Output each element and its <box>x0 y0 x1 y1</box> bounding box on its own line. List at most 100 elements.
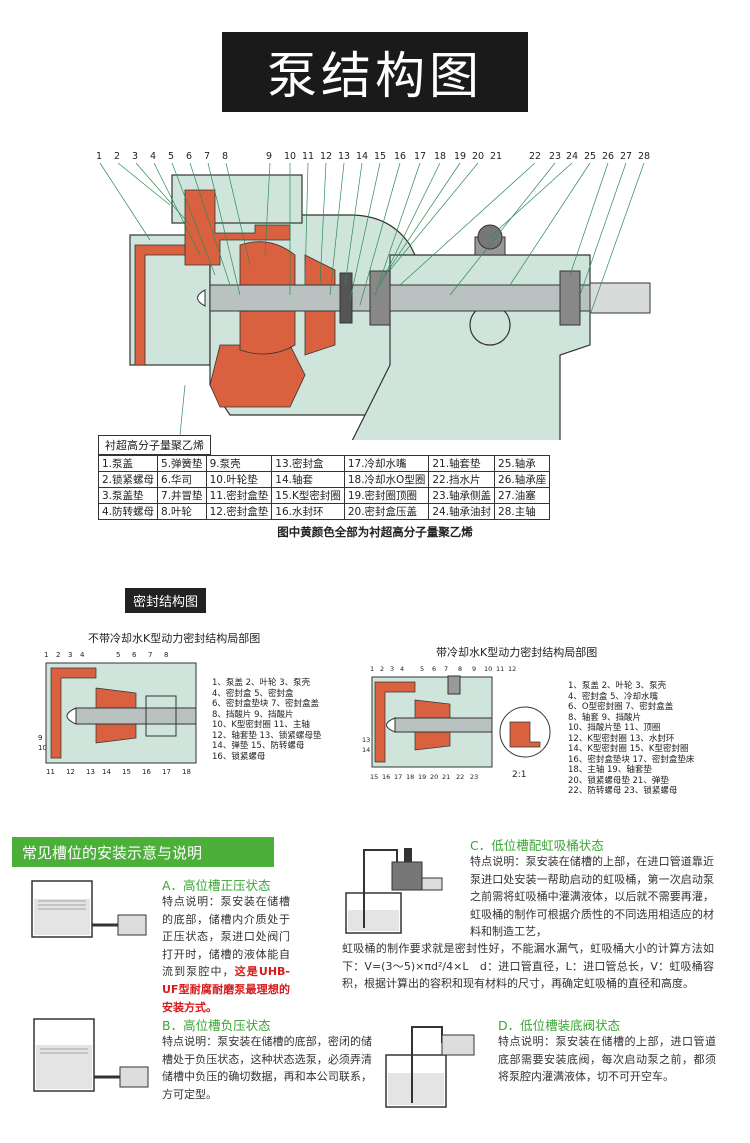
table-cell: 7.并冒垫 <box>157 487 207 504</box>
seal-right-callout: 20 <box>430 773 438 781</box>
seal-section-label: 密封结构图 <box>125 588 207 613</box>
callout-24: 24 <box>566 151 578 162</box>
callout-8: 8 <box>222 151 228 162</box>
install-section-header: 常见槽位的安装示意与说明 <box>12 837 274 867</box>
seal-right-diagram: 1 2 3 4 5 6 7 8 9 10 11 12 13 14 15 16 1… <box>362 665 551 781</box>
seal-right-callout: 18 <box>406 773 414 781</box>
seal-right-callout: 7 <box>444 665 448 673</box>
install-b-title: B．高位槽负压状态 <box>162 1018 271 1033</box>
callout-16: 16 <box>394 151 406 162</box>
seal-left-callout: 8 <box>164 651 168 659</box>
callout-17: 17 <box>414 151 426 162</box>
seal-left-callout: 17 <box>162 768 171 776</box>
table-cell: 20.密封盒压盖 <box>343 503 430 520</box>
callout-9: 9 <box>266 151 272 162</box>
table-cell: 1.泵盖 <box>97 455 159 472</box>
seal-left-callout: 14 <box>102 768 111 776</box>
seal-left-callout: 10 <box>38 744 47 752</box>
table-row: 1.泵盖 5.弹簧垫 9.泵壳 13.密封盒 17.冷却水嘴 21.轴套垫 25… <box>97 455 551 472</box>
seal-right-callout: 1 <box>370 665 374 673</box>
seal-left-callout: 5 <box>116 651 120 659</box>
detail-scale-label: 2:1 <box>512 770 527 780</box>
seal-right-callout: 4 <box>400 665 404 673</box>
parts-table: 1.泵盖 5.弹簧垫 9.泵壳 13.密封盒 17.冷却水嘴 21.轴套垫 25… <box>97 455 551 520</box>
table-cell: 27.油塞 <box>494 487 551 504</box>
callout-3: 3 <box>132 151 138 162</box>
install-c-description: 特点说明：泵安装在储槽的上部，在进口管道靠近泵进口处安装一帮助启动的虹吸桶，第一… <box>470 855 714 939</box>
seal-left-callout: 9 <box>38 734 42 742</box>
page-title: 泵结构图 <box>222 32 528 112</box>
seal-right-callout: 2 <box>380 665 384 673</box>
callout-11: 11 <box>302 151 314 162</box>
seal-left-callout: 4 <box>80 651 85 659</box>
table-cell: 21.轴套垫 <box>428 455 496 472</box>
seal-left-callout: 6 <box>132 651 137 659</box>
table-cell: 2.锁紧螺母 <box>97 471 159 488</box>
table-cell: 15.K型密封圈 <box>271 487 345 504</box>
seal-left-diagram: 1 2 3 4 5 6 7 8 9 10 11 12 13 14 15 16 1… <box>38 651 197 776</box>
install-d-diagram <box>385 1026 475 1108</box>
seal-right-callout: 16 <box>382 773 390 781</box>
table-cell: 10.叶轮垫 <box>205 471 273 488</box>
table-cell: 9.泵壳 <box>205 455 273 472</box>
seal-left-callout: 1 <box>44 651 48 659</box>
callout-12: 12 <box>320 151 332 162</box>
callout-20: 20 <box>472 151 484 162</box>
table-cell: 23.轴承侧盖 <box>428 487 496 504</box>
callout-25: 25 <box>584 151 596 162</box>
seal-right-callout: 5 <box>420 665 424 673</box>
table-cell: 8.叶轮 <box>157 503 207 520</box>
seal-right-callout: 9 <box>472 665 476 673</box>
install-c-title: C．低位槽配虹吸桶状态 <box>470 838 604 853</box>
install-a-title: A．高位槽正压状态 <box>162 878 271 893</box>
seal-right-callout: 11 <box>496 665 504 673</box>
table-row: 3.泵盖垫 7.并冒垫 11.密封盒垫 15.K型密封圈 19.密封圈顶圈 23… <box>97 487 551 504</box>
seal-right-callout: 21 <box>442 773 450 781</box>
callout-27: 27 <box>620 151 632 162</box>
install-d-title: D．低位槽装底阀状态 <box>498 1018 621 1033</box>
seal-right-callout: 3 <box>390 665 394 673</box>
callout-10: 10 <box>284 151 296 162</box>
callout-18: 18 <box>434 151 446 162</box>
table-cell: 5.弹簧垫 <box>157 455 207 472</box>
seal-right-title: 带冷却水K型动力密封结构局部图 <box>436 646 598 659</box>
table-cell: 17.冷却水嘴 <box>343 455 430 472</box>
seal-right-callout: 13 <box>362 736 370 744</box>
table-cell: 11.密封盒垫 <box>205 487 273 504</box>
seal-left-callout: 15 <box>122 768 131 776</box>
callout-26: 26 <box>602 151 614 162</box>
callout-6: 6 <box>186 151 192 162</box>
callout-leaders <box>99 162 645 436</box>
lining-material-label: 衬超高分子量聚乙烯 <box>98 435 211 455</box>
table-cell: 14.轴套 <box>271 471 345 488</box>
seal-right-callout: 6 <box>432 665 436 673</box>
install-a-highlight: 这是UHB-UF型耐腐耐磨泵最理想的安装方式。 <box>162 965 291 1014</box>
seal-left-callout: 3 <box>68 651 72 659</box>
table-cell: 13.密封盒 <box>271 455 345 472</box>
table-cell: 6.华司 <box>157 471 207 488</box>
install-a-diagram <box>31 880 147 938</box>
seal-right-callout: 15 <box>370 773 378 781</box>
seal-right-callout: 22 <box>456 773 464 781</box>
pump-diagram-caption: 图中黄颜色全部为衬超高分子量聚乙烯 <box>277 525 473 539</box>
callout-13: 13 <box>338 151 350 162</box>
callout-5: 5 <box>168 151 174 162</box>
main-shaft <box>197 270 651 326</box>
table-cell: 26.轴承座 <box>494 471 551 488</box>
install-b-diagram <box>33 1018 149 1092</box>
callout-21: 21 <box>490 151 502 162</box>
table-row: 4.防转螺母 8.叶轮 12.密封盒垫 16.水封环 20.密封盒压盖 24.轴… <box>97 503 551 520</box>
seal-left-callout: 12 <box>66 768 75 776</box>
pump-cross-section-diagram: 1 2 3 4 5 6 7 8 9 10 11 12 13 14 15 16 1… <box>96 151 651 440</box>
seal-right-callout: 14 <box>362 746 370 754</box>
seal-left-callout: 18 <box>182 768 191 776</box>
seal-left-callout: 11 <box>46 768 55 776</box>
install-c-diagram <box>345 848 443 934</box>
seal-left-callout: 2 <box>56 651 60 659</box>
install-b-description: 特点说明：泵安装在储槽的底部，密闭的储槽处于负压状态，这种状态选泵，必须弄清储槽… <box>162 1035 372 1101</box>
seal-left-callout: 13 <box>86 768 95 776</box>
seal-right-callout: 12 <box>508 665 516 673</box>
table-cell: 3.泵盖垫 <box>97 487 159 504</box>
callout-19: 19 <box>454 151 466 162</box>
